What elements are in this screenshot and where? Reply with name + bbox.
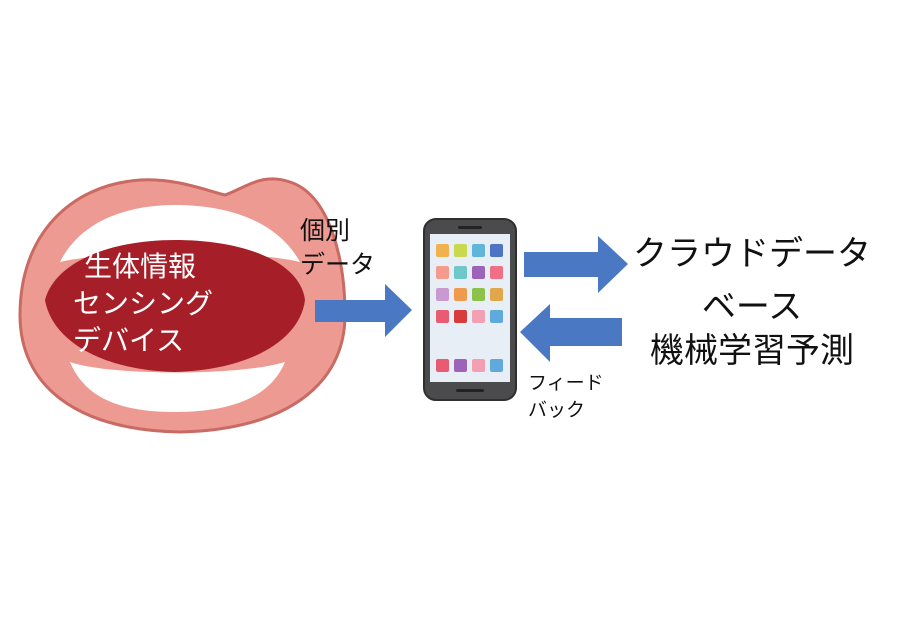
- mouth-label-line1: 生体情報: [83, 250, 196, 283]
- cloud-database-label: クラウドデータ ベース: [622, 228, 882, 333]
- dock-app-icon: [490, 359, 503, 372]
- app-icon: [490, 310, 503, 323]
- app-icon: [436, 288, 449, 301]
- cloud-database-line1: クラウドデータ: [633, 234, 871, 274]
- app-icon: [454, 288, 467, 301]
- mouth-interior: [45, 240, 305, 372]
- arrow-phone-to-cloud: [524, 236, 628, 293]
- individual-data-line2: データ: [300, 249, 376, 279]
- app-icon: [454, 244, 467, 257]
- phone-home-bar: [456, 389, 484, 392]
- mouth-label-line2: センシング: [73, 287, 214, 321]
- dock-app-icon: [436, 359, 449, 372]
- individual-data-label: 個別 データ: [300, 214, 375, 282]
- individual-data-line1: 個別: [300, 216, 351, 245]
- arrow-mouth-to-phone: [315, 284, 412, 337]
- arrow-cloud-to-phone: [520, 304, 622, 362]
- app-icon: [472, 266, 485, 279]
- machine-learning-label: 機械学習予測: [650, 331, 854, 371]
- app-icon: [472, 244, 485, 257]
- app-icon: [490, 266, 503, 279]
- app-icon: [454, 310, 467, 323]
- phone-speaker: [458, 226, 482, 229]
- phone-screen: [430, 234, 510, 382]
- app-icon: [436, 244, 449, 257]
- app-icon: [454, 266, 467, 279]
- app-icon: [490, 244, 503, 257]
- app-icon: [472, 288, 485, 301]
- app-icon: [472, 310, 485, 323]
- lower-teeth: [70, 362, 285, 412]
- app-icon: [490, 288, 503, 301]
- app-icon: [436, 310, 449, 323]
- mouth-label: 生体情報 センシング デバイス: [55, 248, 275, 360]
- feedback-line2: バック: [528, 398, 586, 421]
- feedback-label: フィード バック: [528, 370, 604, 423]
- app-grid: [436, 244, 503, 323]
- cloud-database-line2: ベース: [701, 286, 803, 327]
- dock-app-icon: [472, 359, 485, 372]
- mouth-label-line3: デバイス: [73, 324, 185, 358]
- app-dock: [436, 359, 503, 372]
- dock-app-icon: [454, 359, 467, 372]
- app-icon: [436, 266, 449, 279]
- feedback-line1: フィード: [528, 372, 604, 394]
